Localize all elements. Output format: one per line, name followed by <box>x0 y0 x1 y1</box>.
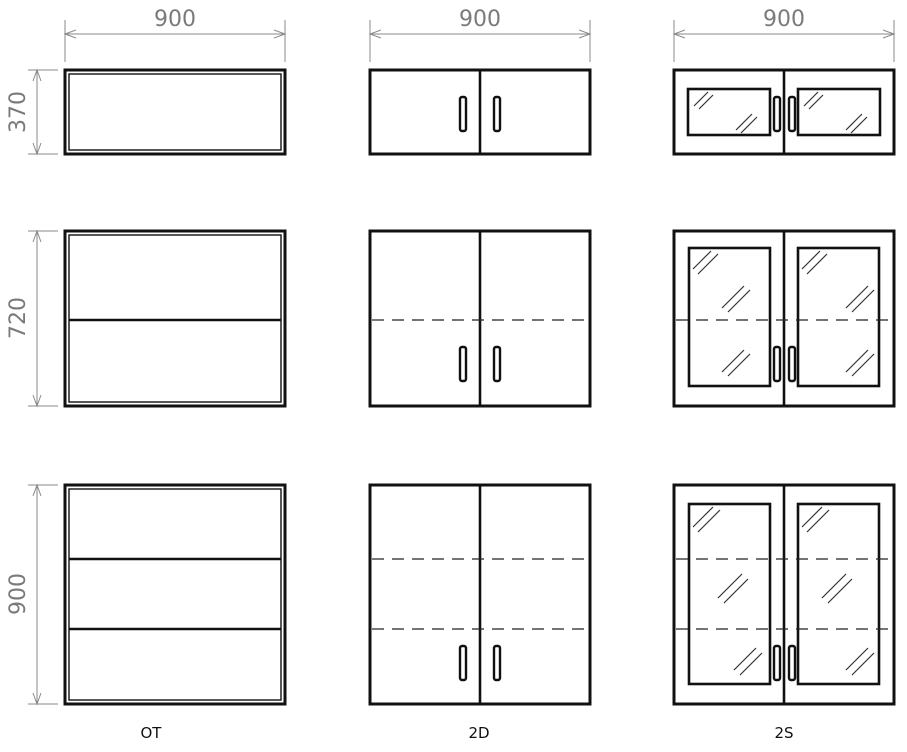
height-label-900: 900 <box>6 573 31 615</box>
width-dimension-2d: 900 <box>368 7 592 62</box>
height-dimension-720: 720 <box>6 229 58 408</box>
door-handle <box>772 345 782 383</box>
glass-reflection <box>693 91 868 134</box>
door-handle <box>787 644 797 682</box>
door-handle <box>492 345 502 383</box>
height-label-720: 720 <box>6 297 31 339</box>
cabinet-2s-720 <box>672 229 896 408</box>
cabinet-2d-900 <box>368 483 592 706</box>
door-handle <box>458 644 468 682</box>
glass-panel <box>686 87 772 137</box>
height-dimension-900: 900 <box>6 483 58 706</box>
door-handle <box>492 644 502 682</box>
glass-reflection <box>692 250 875 377</box>
cabinet-2d-370 <box>368 68 592 156</box>
column-label-2d: 2D <box>468 724 489 742</box>
door-handle <box>787 95 797 133</box>
cabinet-ot-720 <box>63 229 287 408</box>
width-label-ot: 900 <box>154 7 196 32</box>
glass-panel <box>687 246 772 388</box>
width-dimension-2s: 900 <box>672 7 896 62</box>
door-handle <box>772 644 782 682</box>
cabinet-ot-900 <box>63 483 287 706</box>
door-handle <box>458 95 468 133</box>
column-label-2s: 2S <box>774 724 793 742</box>
glass-panel <box>687 502 772 686</box>
door-handle <box>492 95 502 133</box>
cabinet-2s-370 <box>672 68 896 156</box>
height-label-370: 370 <box>6 91 31 133</box>
height-dimension-370: 370 <box>6 68 58 156</box>
glass-panel <box>796 246 881 388</box>
width-label-2s: 900 <box>763 7 805 32</box>
width-dimension-ot: 900 <box>63 7 287 62</box>
glass-panel <box>796 87 882 137</box>
cabinet-2s-900 <box>672 483 896 706</box>
glass-reflection <box>692 506 875 676</box>
cabinet-ot-370 <box>63 68 287 156</box>
glass-panel <box>796 502 881 686</box>
column-label-ot: OT <box>141 724 163 742</box>
door-handle <box>772 95 782 133</box>
width-label-2d: 900 <box>459 7 501 32</box>
door-handle <box>458 345 468 383</box>
door-handle <box>787 345 797 383</box>
cabinet-2d-720 <box>368 229 592 408</box>
